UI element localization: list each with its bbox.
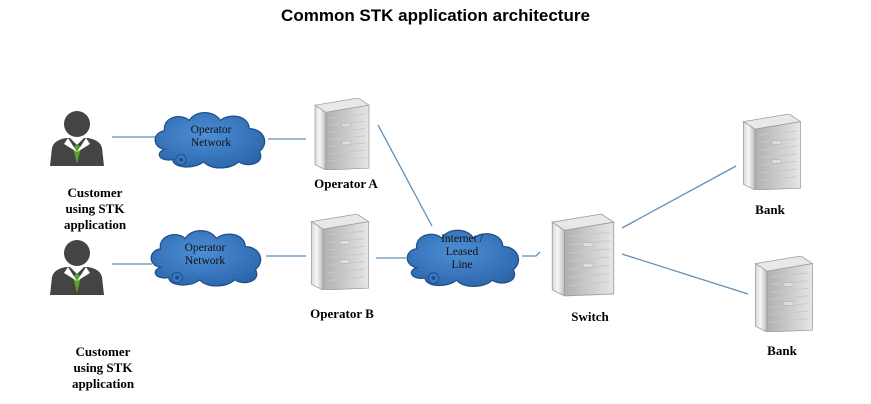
customer-b-label: Customer using STK application	[71, 344, 135, 391]
link-switch-bank-2	[621, 253, 749, 295]
operator-a-server-icon	[314, 98, 370, 170]
diagram-title: Common STK application architecture	[281, 6, 590, 25]
switch-label: Switch	[571, 309, 609, 324]
bank-2-server-icon	[755, 256, 813, 332]
operator-network-a-label: Operator Network	[190, 124, 232, 149]
bank-1-label: Bank	[755, 202, 785, 217]
operator-b-server-icon	[311, 214, 369, 290]
link-internet-switch	[522, 251, 541, 257]
operator-network-b-label: Operator Network	[184, 242, 226, 267]
network-links	[110, 124, 749, 295]
customer-a-person-icon	[42, 108, 112, 168]
customer-b-person-icon	[42, 237, 112, 297]
customer-a-label: Customer using STK application	[63, 185, 127, 232]
switch-server-icon	[551, 213, 615, 297]
bank-2-label: Bank	[767, 343, 797, 358]
link-operator-a-internet	[377, 124, 433, 227]
operator-b-label: Operator B	[310, 306, 374, 321]
operator-a-label: Operator A	[314, 176, 378, 191]
link-switch-bank-1	[621, 165, 737, 229]
internet-label: Internet / Leased Line	[441, 233, 483, 271]
bank-1-server-icon	[743, 114, 801, 190]
